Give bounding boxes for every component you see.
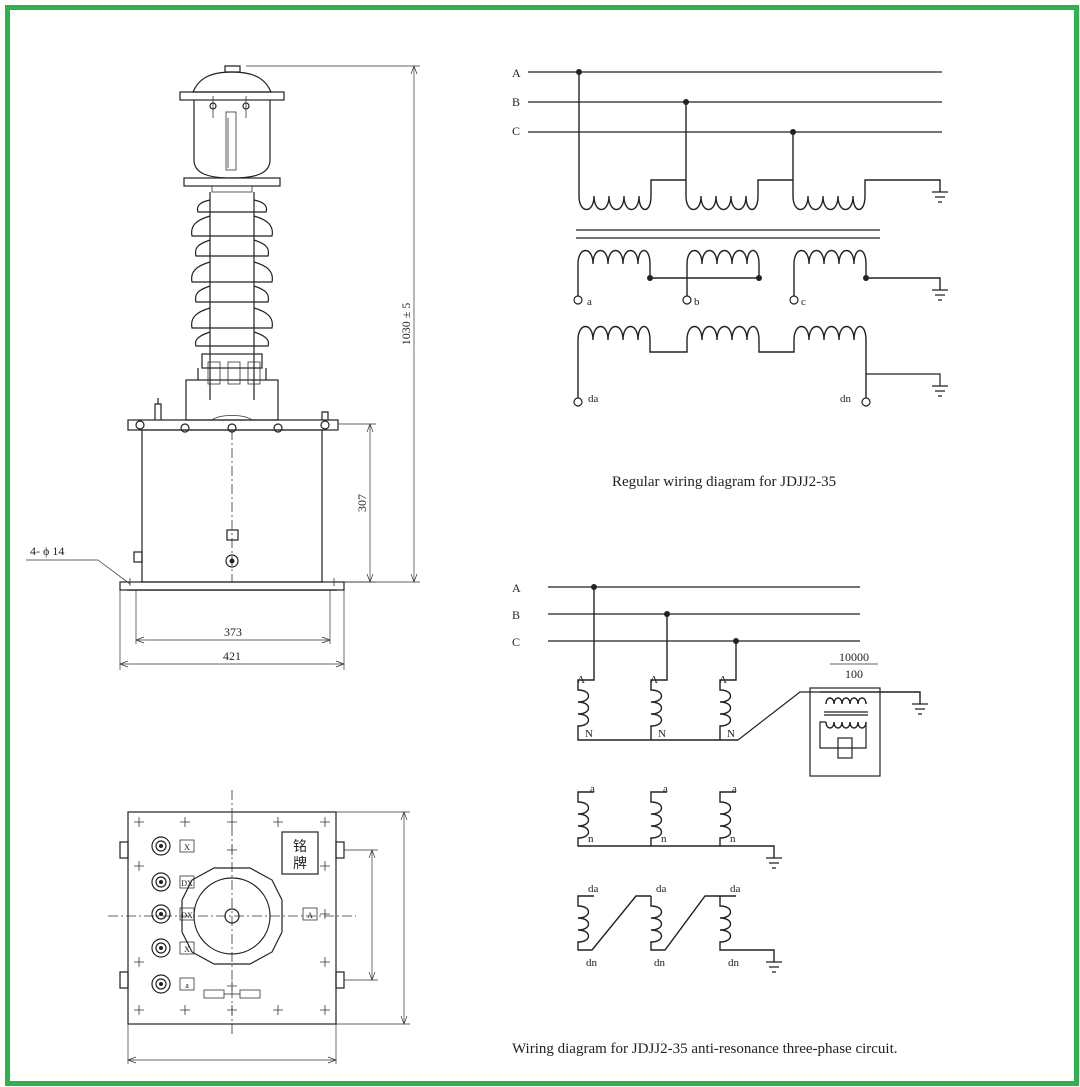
anti-resonance-diagram: A B C A A A N N N 10000 100	[512, 581, 928, 1057]
d2-primary-bottom-2: N	[658, 728, 666, 740]
dim-outer-width: 421	[223, 649, 241, 663]
d2-secondary-top-1: a	[590, 783, 595, 795]
d2-secondary-top-3: a	[732, 783, 737, 795]
hole-note: 4- ϕ 14	[30, 544, 64, 558]
d2-primary-bottom-3: N	[727, 728, 735, 740]
d1-phase-c: C	[512, 124, 520, 138]
plan-view: X DX DX X a 铭 牌 A	[108, 790, 410, 1064]
d2-primary-top-2: A	[650, 674, 658, 686]
d1-phase-b: B	[512, 95, 520, 109]
d2-phase-c: C	[512, 635, 520, 649]
d1-residual-da: da	[588, 393, 599, 405]
terminal-label-5: a	[185, 981, 189, 990]
side-elevation-view: 1030 ± 5 307 373 421 4- ϕ 14	[26, 65, 420, 670]
dim-tank-height: 307	[355, 494, 369, 512]
regular-wiring-diagram: A B C a b c da dn	[512, 66, 948, 490]
plan-bolts	[134, 817, 330, 1015]
d2-secondary-bottom-3: n	[730, 833, 736, 845]
d2-primary-top-1: A	[577, 674, 585, 686]
d2-residual-top-1: da	[588, 883, 599, 895]
terminal-label-2: DX	[181, 879, 193, 888]
d2-primary-bottom-1: N	[585, 728, 593, 740]
d1-residual-dn: dn	[840, 393, 852, 405]
d1-secondary-a: a	[587, 296, 592, 308]
d2-residual-bottom-2: dn	[654, 957, 666, 969]
d2-residual-top-2: da	[656, 883, 667, 895]
terminal-label-3: DX	[181, 911, 193, 920]
d2-phase-b: B	[512, 608, 520, 622]
dim-overall-height: 1030 ± 5	[399, 303, 413, 346]
d2-secondary-bottom-2: n	[661, 833, 667, 845]
d2-secondary-bottom-1: n	[588, 833, 594, 845]
nameplate-text-1: 铭	[293, 839, 307, 855]
d1-phase-a: A	[512, 66, 521, 80]
d1-secondary-c: c	[801, 296, 806, 308]
terminal-label-1: X	[184, 843, 190, 852]
d2-primary-top-3: A	[719, 674, 727, 686]
terminal-label-4: X	[184, 945, 190, 954]
dim-inner-width: 373	[224, 625, 242, 639]
d1-caption: Regular wiring diagram for JDJJ2-35	[612, 474, 836, 490]
d1-secondary-b: b	[694, 296, 700, 308]
d2-ratio-bottom: 100	[845, 667, 863, 681]
nameplate-text-2: 牌	[293, 855, 307, 872]
plan-terminals: X DX DX X a	[151, 836, 195, 994]
d2-residual-bottom-3: dn	[728, 957, 740, 969]
d2-secondary-top-2: a	[663, 783, 668, 795]
d2-residual-bottom-1: dn	[586, 957, 598, 969]
d2-ratio-top: 10000	[839, 650, 869, 664]
side-terminal-label: A	[307, 911, 313, 920]
d2-caption: Wiring diagram for JDJJ2-35 anti-resonan…	[512, 1041, 898, 1057]
d2-phase-a: A	[512, 581, 521, 595]
d2-residual-top-3: da	[730, 883, 741, 895]
